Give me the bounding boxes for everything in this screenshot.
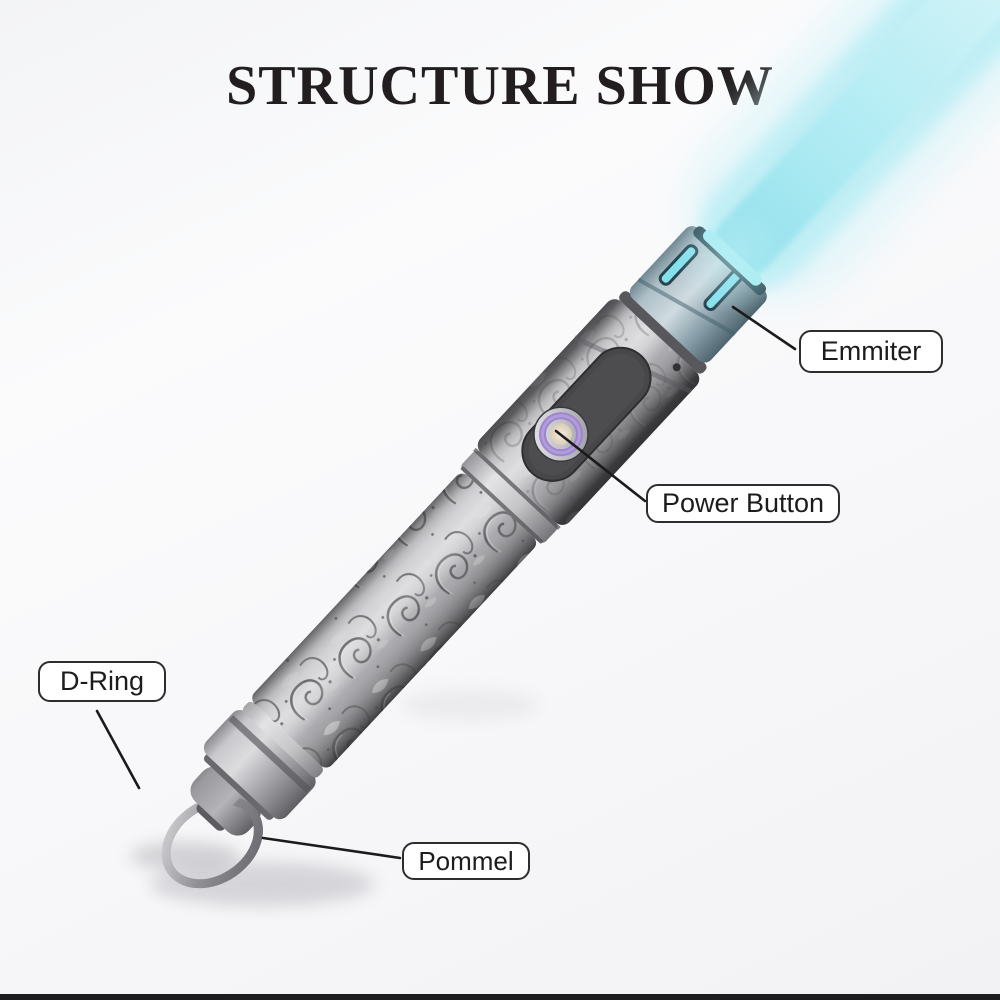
label-emitter-text: Emmiter [820,336,922,366]
bottom-edge-bar [0,994,1000,1000]
pommel [161,701,323,889]
label-power-button: Power Button [646,484,840,523]
page-title: STRUCTURE SHOW [226,55,774,117]
label-pommel: Pommel [402,842,530,880]
callout-line-power-button [554,429,647,503]
callout-line-d-ring [95,709,141,790]
callout-line-pommel [261,836,402,860]
collar-ring [460,447,561,544]
label-emitter: Emmiter [799,330,943,373]
saber-blade [684,0,1000,303]
label-d-ring: D-Ring [38,661,166,702]
engraved-grip [252,473,536,768]
callout-line-emitter [731,305,797,351]
control-section [477,299,700,525]
ground-shadow [130,689,540,906]
label-d-ring-text: D-Ring [59,666,145,696]
label-power-button-text: Power Button [661,488,825,518]
emitter-ridge [619,291,707,374]
emitter [629,198,792,363]
label-pommel-text: Pommel [418,845,514,876]
